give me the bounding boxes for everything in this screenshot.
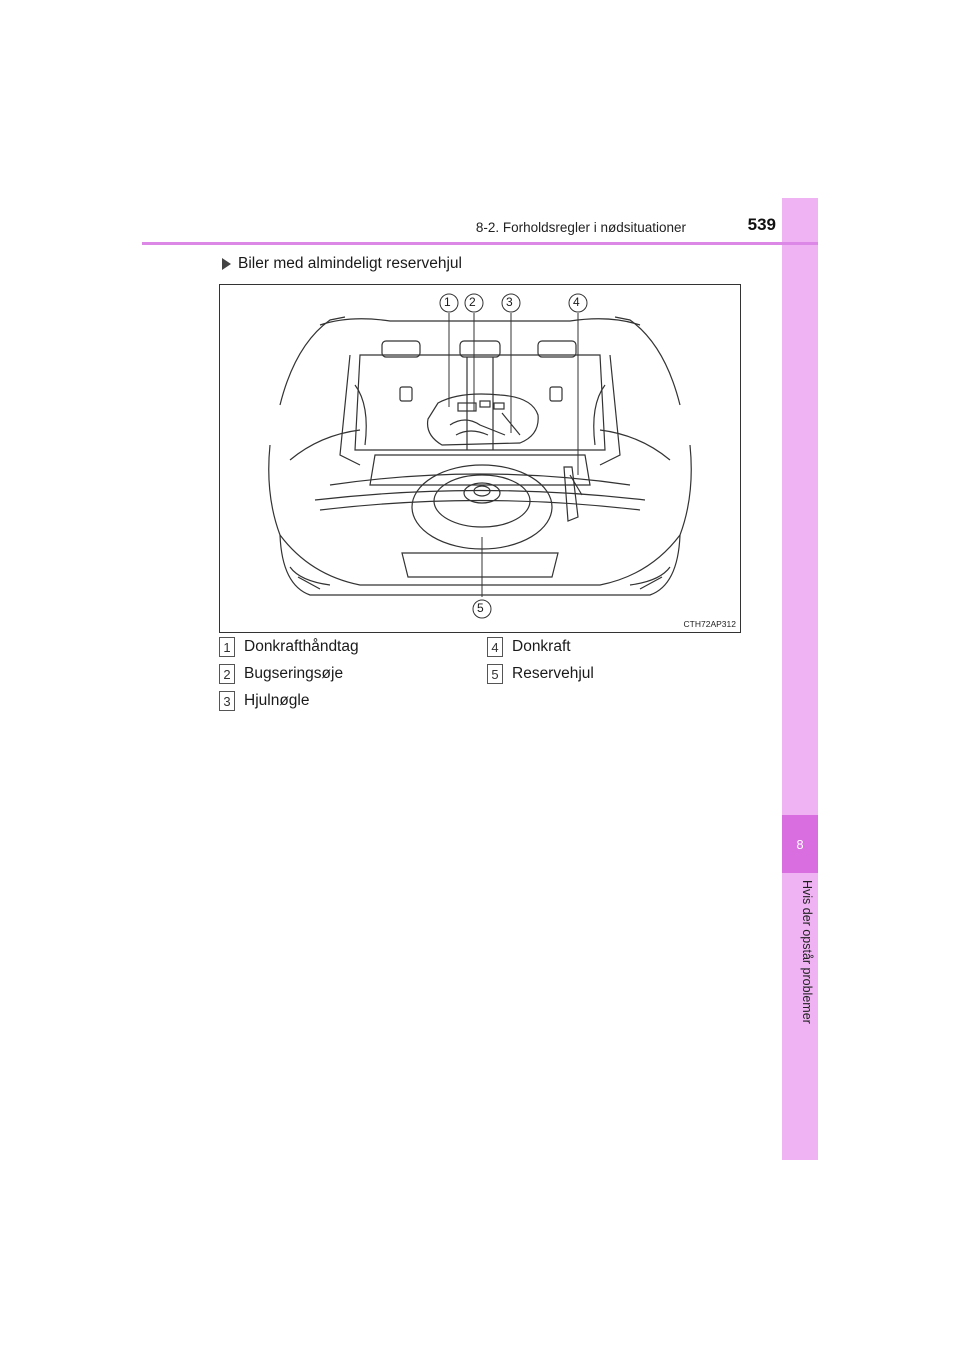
- chapter-number-badge[interactable]: 8: [782, 815, 818, 873]
- legend-number: 3: [219, 691, 235, 711]
- callout-2: 2: [469, 295, 476, 309]
- triangle-bullet-icon: [222, 258, 231, 270]
- legend-item-4: 4 Donkraft: [487, 637, 571, 657]
- chapter-side-tab: [782, 198, 818, 1160]
- callout-1: 1: [444, 295, 451, 309]
- legend-number: 4: [487, 637, 503, 657]
- legend-item-1: 1 Donkrafthåndtag: [219, 637, 359, 657]
- legend-label: Hjulnøgle: [244, 692, 310, 709]
- legend-number: 2: [219, 664, 235, 684]
- car-trunk-drawing: [268, 293, 692, 619]
- callout-4: 4: [573, 295, 580, 309]
- legend-label: Reservehjul: [512, 665, 594, 682]
- section-title: 8-2. Forholdsregler i nødsituationer: [475, 220, 686, 235]
- callout-3: 3: [506, 295, 513, 309]
- figure-code: CTH72AP312: [683, 619, 736, 629]
- chapter-number: 8: [796, 836, 804, 852]
- callout-5: 5: [477, 601, 484, 615]
- trunk-illustration: 1 2 3 4 5 CTH72AP312: [219, 284, 741, 633]
- legend-label: Donkraft: [512, 638, 571, 655]
- legend-item-3: 3 Hjulnøgle: [219, 691, 309, 711]
- legend-item-2: 2 Bugseringsøje: [219, 664, 343, 684]
- legend-label: Bugseringsøje: [244, 665, 344, 682]
- subheading: Biler med almindeligt reservehjul: [222, 255, 462, 273]
- chapter-title-vertical: Hvis der opstår problemer: [800, 880, 814, 1024]
- legend-number: 5: [487, 664, 503, 684]
- subheading-text: Biler med almindeligt reservehjul: [238, 255, 462, 272]
- legend-number: 1: [219, 637, 235, 657]
- legend-item-5: 5 Reservehjul: [487, 664, 594, 684]
- header-divider: [142, 242, 818, 245]
- legend-label: Donkrafthåndtag: [244, 638, 359, 655]
- callout-markers: [439, 293, 588, 619]
- page-number: 539: [747, 215, 776, 234]
